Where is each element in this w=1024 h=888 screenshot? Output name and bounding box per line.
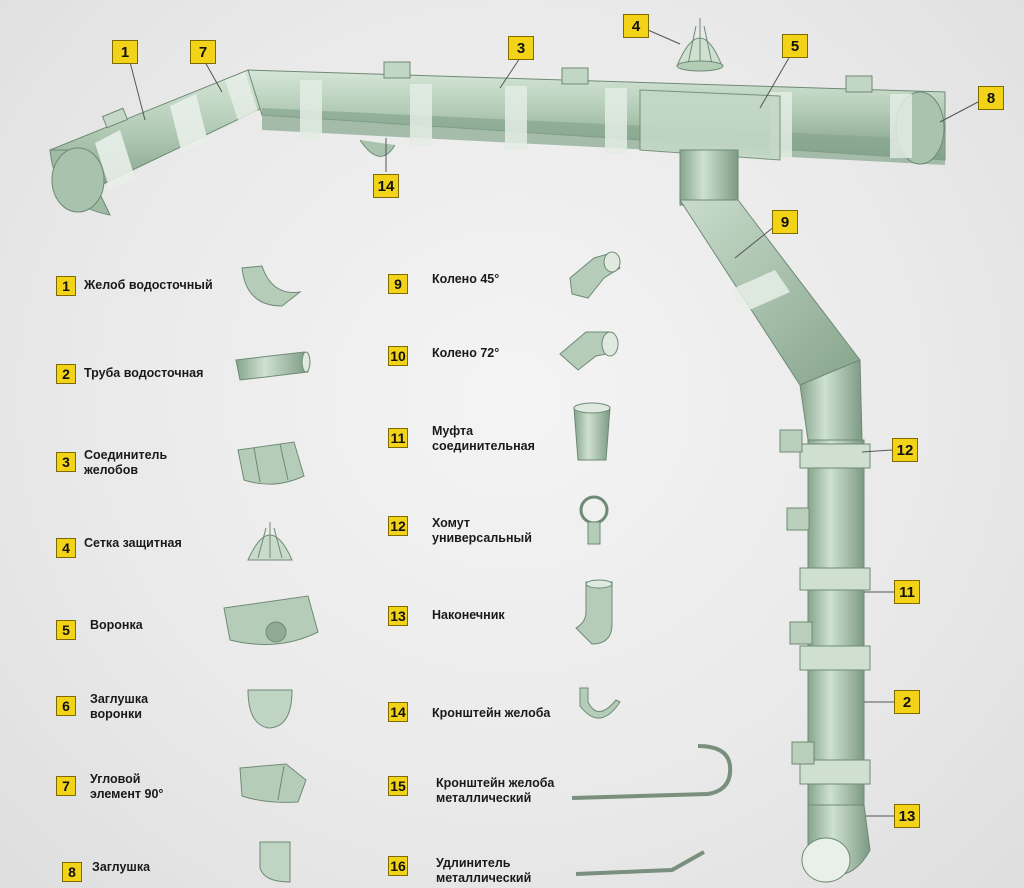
legend-label-line2: элемент 90° — [90, 787, 164, 801]
gutter-main-run — [247, 61, 946, 165]
legend-label: Соединитель — [84, 448, 168, 462]
downpipe — [679, 149, 871, 883]
legend-label-line2: универсальный — [432, 531, 532, 545]
legend-label-line2: соединительная — [432, 439, 535, 453]
legend-label: Удлинитель — [436, 856, 511, 870]
callout-2: 2 — [894, 690, 920, 714]
legend-label: Труба водосточная — [84, 366, 204, 380]
callout-12: 12 — [892, 438, 918, 462]
legend-number: 9 — [388, 274, 408, 294]
legend-number: 8 — [62, 862, 82, 882]
callout-3: 3 — [508, 36, 534, 60]
legend-number: 10 — [388, 346, 408, 366]
legend-number: 5 — [56, 620, 76, 640]
callout-7: 7 — [190, 40, 216, 64]
gutter-guard-net — [676, 18, 724, 72]
legend-number: 11 — [388, 428, 408, 448]
legend-label-line2: металлический — [436, 871, 532, 885]
legend-number: 12 — [388, 516, 408, 536]
legend-label-line2: желобов — [84, 463, 139, 477]
legend-label: Сетка защитная — [84, 536, 182, 550]
legend-label: Наконечник — [432, 608, 505, 622]
elbow-45-icon — [569, 251, 621, 299]
legend-label: Кронштейн желоба — [432, 706, 551, 720]
legend-label: Кронштейн желоба — [436, 776, 555, 790]
funnel-end-cap-icon — [247, 689, 293, 729]
callout-9: 9 — [772, 210, 798, 234]
gutter-bracket-icon — [579, 687, 621, 719]
gutter-left-arm — [49, 69, 263, 216]
legend-number: 7 — [56, 776, 76, 796]
callout-11: 11 — [894, 580, 920, 604]
callout-14: 14 — [373, 174, 399, 198]
legend-number: 14 — [388, 702, 408, 722]
legend-label: Угловой — [90, 772, 141, 786]
legend-label: Колено 72° — [432, 346, 500, 360]
callout-4: 4 — [623, 14, 649, 38]
legend-number: 1 — [56, 276, 76, 296]
gutter-connector-icon — [237, 441, 305, 485]
metal-extender-icon — [575, 850, 705, 876]
end-cap-icon — [259, 841, 291, 883]
callout-8: 8 — [978, 86, 1004, 110]
legend-label-line2: металлический — [436, 791, 532, 805]
pipe-clamp-icon — [579, 495, 609, 545]
legend-label: Хомут — [432, 516, 470, 530]
callout-5: 5 — [782, 34, 808, 58]
legend-label: Желоб водосточный — [84, 278, 213, 292]
legend-number: 15 — [388, 776, 408, 796]
callout-13: 13 — [894, 804, 920, 828]
legend-number: 2 — [56, 364, 76, 384]
legend-number: 3 — [56, 452, 76, 472]
legend-label-line2: воронки — [90, 707, 142, 721]
callout-1: 1 — [112, 40, 138, 64]
legend-label: Заглушка — [90, 692, 149, 706]
legend-number: 13 — [388, 606, 408, 626]
corner-element-icon — [239, 763, 307, 803]
leader-lines — [129, 29, 979, 817]
legend-number: 16 — [388, 856, 408, 876]
gutter-guard-icon — [247, 522, 293, 561]
legend-label: Колено 45° — [432, 272, 500, 286]
legend-label: Муфта — [432, 424, 474, 438]
legend-label: Воронка — [90, 618, 143, 632]
elbow-72-icon — [559, 331, 619, 371]
legend-number: 6 — [56, 696, 76, 716]
legend-number: 4 — [56, 538, 76, 558]
metal-bracket-icon — [571, 744, 733, 800]
gutter-icon — [241, 265, 302, 307]
legend-label: Заглушка — [92, 860, 151, 874]
coupling-icon — [573, 402, 611, 461]
pipe-outlet-icon — [575, 579, 613, 645]
gutter-funnel-icon — [223, 595, 319, 645]
downpipe-icon — [235, 351, 311, 381]
